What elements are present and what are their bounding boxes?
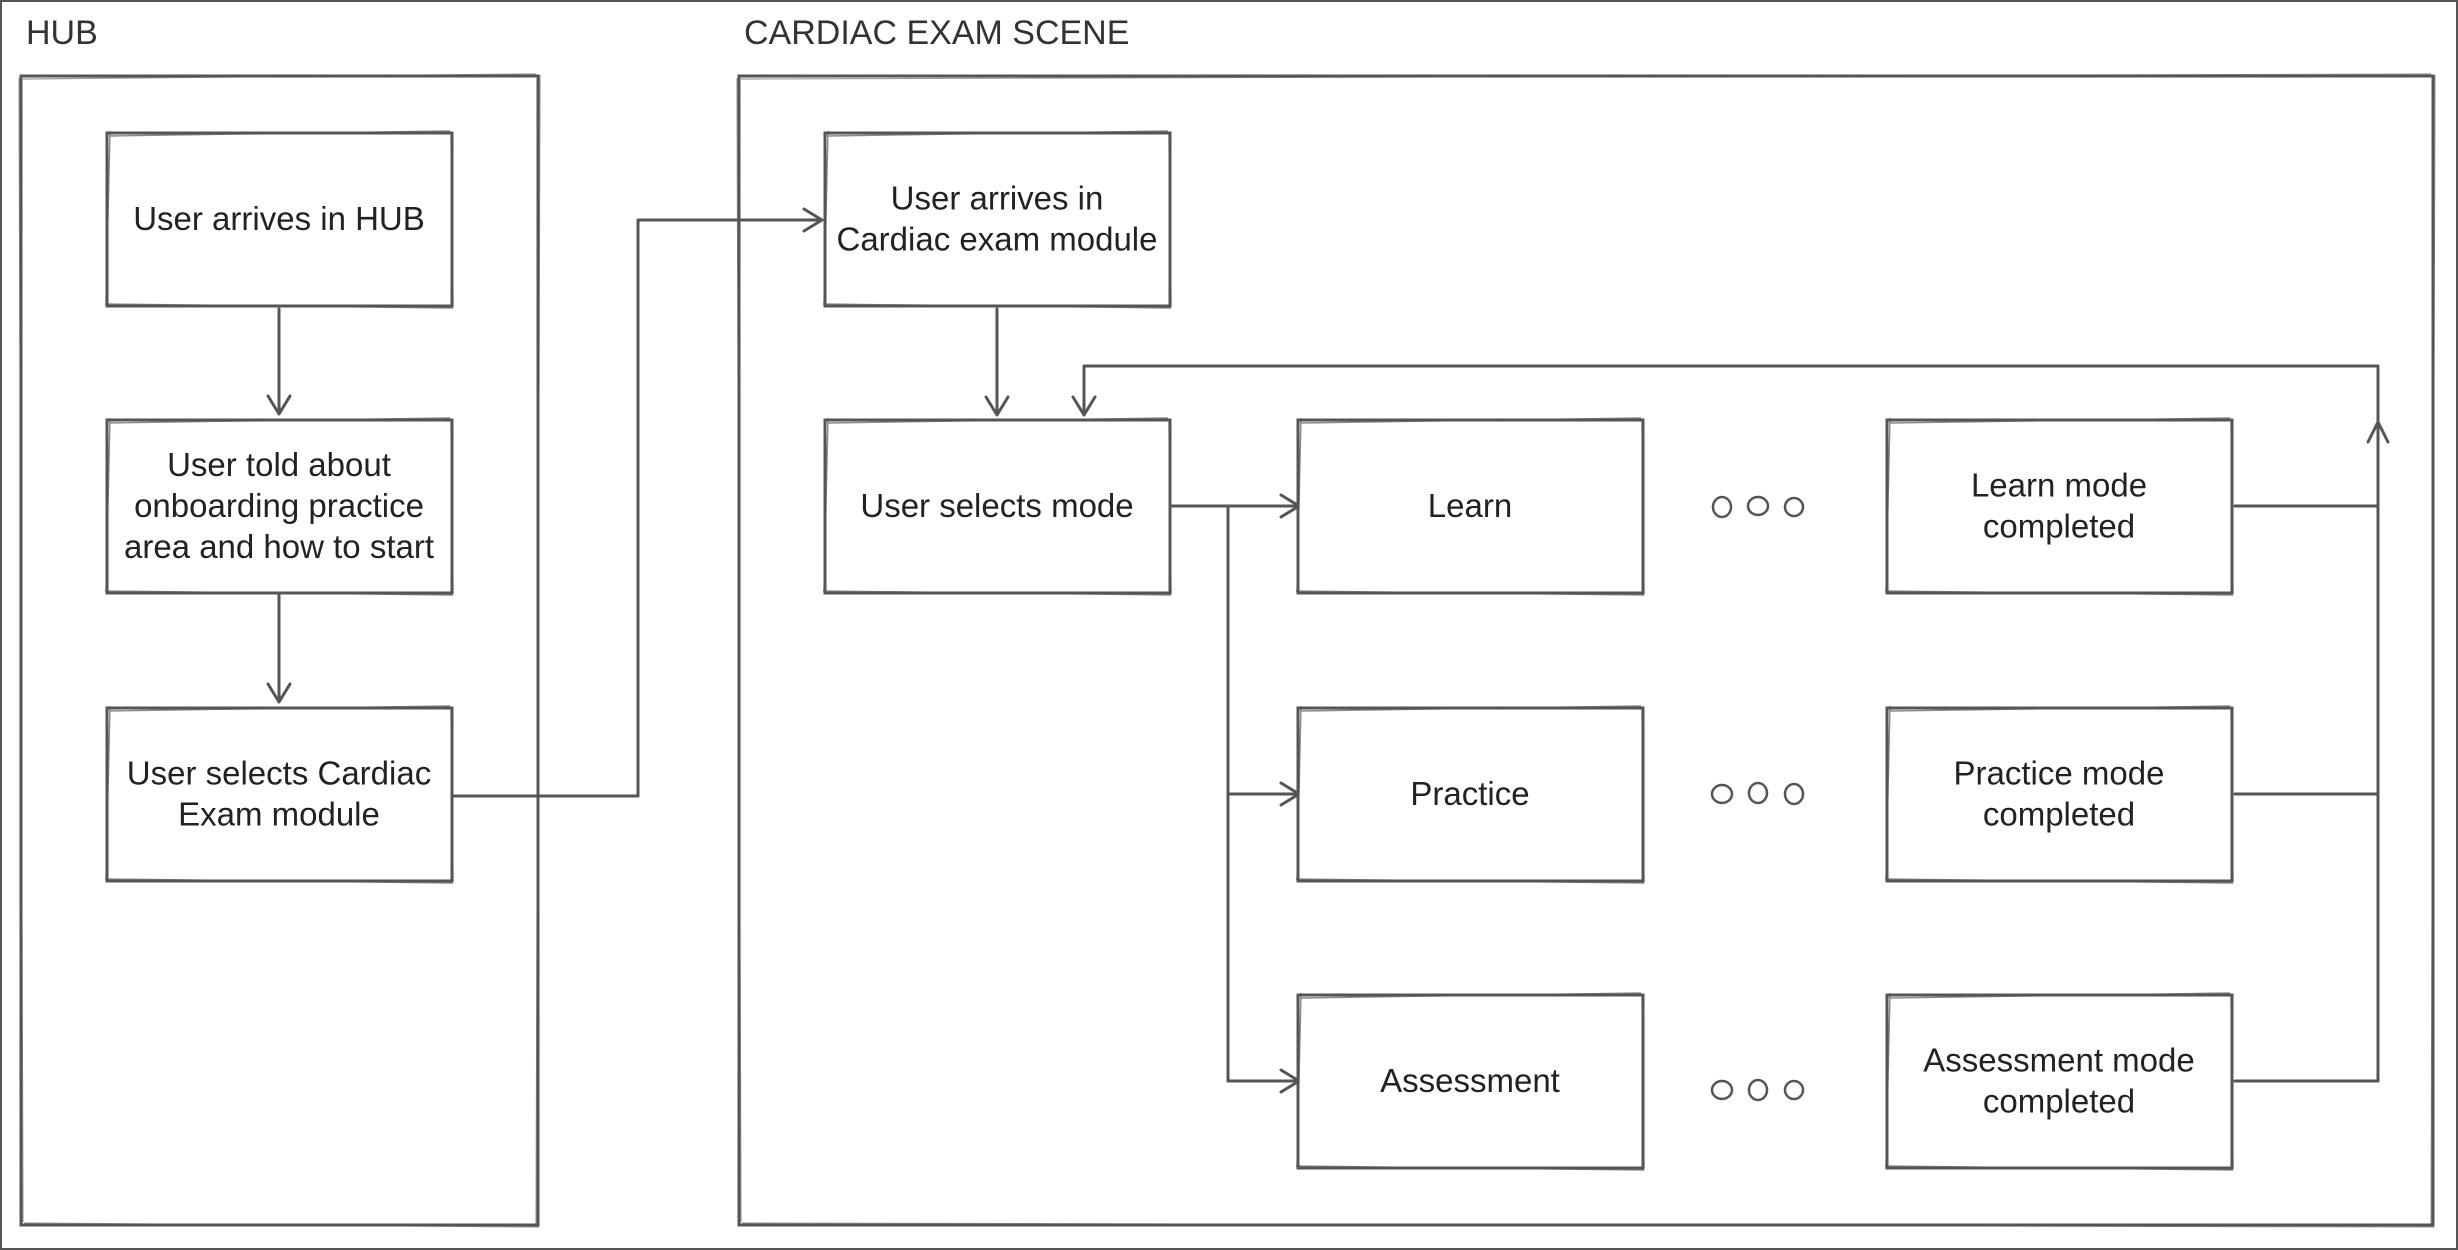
label-line: User arrives in bbox=[891, 180, 1104, 217]
label-learn-completed: Learn mode completed bbox=[1971, 467, 2147, 545]
node-practice: Practice bbox=[1295, 705, 1645, 884]
label-line: Cardiac exam module bbox=[837, 221, 1158, 258]
node-assessment: Assessment bbox=[1295, 992, 1645, 1171]
label-line: completed bbox=[1983, 1083, 2135, 1120]
label-user-selects-mode: User selects mode bbox=[860, 487, 1133, 524]
connector-loop-vertical bbox=[1082, 364, 2380, 1083]
label-line: Learn mode bbox=[1971, 467, 2147, 504]
ellipsis-practice bbox=[1710, 781, 1805, 806]
label-line: completed bbox=[1983, 796, 2135, 833]
node-user-arrives-hub: User arrives in HUB bbox=[104, 130, 454, 309]
arrowhead-selects-cardiac bbox=[266, 682, 292, 704]
node-user-told-onboarding: User told about onboarding practice area a… bbox=[104, 417, 454, 596]
hub-lane-title: HUB bbox=[26, 14, 98, 52]
label-assessment: Assessment bbox=[1380, 1062, 1560, 1099]
label-learn: Learn bbox=[1428, 487, 1512, 524]
label-user-arrives-cardiac: User arrives in Cardiac exam module bbox=[837, 180, 1158, 258]
label-practice-completed: Practice mode completed bbox=[1954, 755, 2165, 833]
label-user-arrives-hub: User arrives in HUB bbox=[133, 200, 425, 237]
connectors bbox=[266, 207, 2390, 1094]
cardiac-lane bbox=[736, 73, 2436, 1228]
label-line: User selects Cardiac bbox=[127, 755, 431, 792]
arrowhead-mode-loop bbox=[1071, 395, 1097, 417]
arrowhead-loop-up bbox=[2366, 420, 2390, 444]
label-line: Practice bbox=[1410, 775, 1529, 812]
label-assessment-completed: Assessment mode completed bbox=[1923, 1042, 2194, 1120]
arrowhead-told bbox=[266, 394, 292, 416]
label-line: User arrives in HUB bbox=[133, 200, 425, 237]
hub-lane bbox=[18, 73, 541, 1228]
ellipsis-assessment bbox=[1710, 1078, 1805, 1102]
label-line: User told about bbox=[167, 446, 391, 483]
node-assessment-completed: Assessment mode completed bbox=[1884, 992, 2234, 1171]
arrowhead-arrives-cardiac bbox=[802, 207, 824, 233]
node-user-arrives-cardiac: User arrives in Cardiac exam module bbox=[822, 130, 1172, 309]
cardiac-lane-title: CARDIAC EXAM SCENE bbox=[744, 14, 1129, 52]
ellipsis-learn bbox=[1711, 495, 1805, 519]
label-line: Exam module bbox=[178, 796, 380, 833]
connector-hub-to-cardiac bbox=[452, 218, 822, 798]
arrowhead-mode-top bbox=[984, 395, 1010, 417]
node-practice-completed: Practice mode completed bbox=[1884, 705, 2234, 884]
label-line: area and how to start bbox=[124, 528, 434, 565]
node-learn: Learn bbox=[1295, 417, 1645, 596]
label-user-told-onboarding: User told about onboarding practice area a… bbox=[124, 446, 434, 565]
label-line: Learn bbox=[1428, 487, 1512, 524]
label-line: Practice mode bbox=[1954, 755, 2165, 792]
label-line: User selects mode bbox=[860, 487, 1133, 524]
node-user-selects-mode: User selects mode bbox=[822, 417, 1172, 596]
label-line: Assessment bbox=[1380, 1062, 1560, 1099]
label-line: completed bbox=[1983, 508, 2135, 545]
label-practice: Practice bbox=[1410, 775, 1529, 812]
label-line: onboarding practice bbox=[134, 487, 424, 524]
label-line: Assessment mode bbox=[1923, 1042, 2194, 1079]
node-learn-completed: Learn mode completed bbox=[1884, 417, 2234, 596]
